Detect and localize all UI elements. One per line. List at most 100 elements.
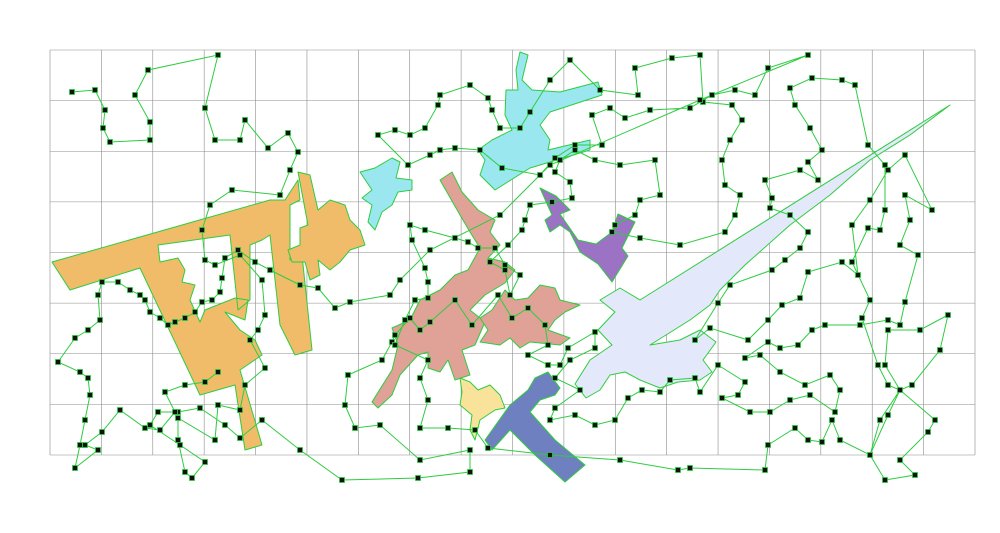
node-marker [567,179,573,185]
node-marker [839,77,845,83]
node-marker [877,417,883,423]
node-marker [572,412,578,418]
node-marker [607,105,613,111]
node-marker [475,245,481,251]
node-marker [237,407,243,413]
node-marker [569,195,575,201]
node-marker [732,87,738,93]
node-marker [422,227,428,233]
node-marker [819,439,825,445]
node-marker [805,437,811,443]
node-marker [172,319,178,325]
node-marker [722,182,728,188]
node-marker [445,425,451,431]
node-marker [389,339,395,345]
node-marker [297,447,303,453]
node-marker [767,205,773,211]
node-marker [792,425,798,431]
node-marker [277,192,283,198]
node-marker [405,162,411,168]
node-marker [797,295,803,301]
node-marker [237,435,243,441]
node-marker [287,167,293,173]
node-marker [517,272,523,278]
node-marker [805,52,811,58]
node-marker [527,109,533,115]
node-marker [85,327,91,333]
node-marker [467,82,473,88]
node-marker [497,212,503,218]
node-marker [209,297,215,303]
node-marker [242,117,248,123]
node-marker [212,437,218,443]
node-marker [885,327,891,333]
node-marker [937,347,943,353]
node-marker [839,259,845,265]
node-marker [182,469,188,475]
node-marker [502,262,508,268]
node-marker [765,442,771,448]
node-marker [489,107,495,113]
node-marker [557,362,563,368]
node-marker [132,92,138,98]
node-marker [589,112,595,118]
node-marker [882,207,888,213]
node-marker [727,282,733,288]
node-marker [69,89,75,95]
node-marker [422,125,428,131]
node-marker [347,299,353,305]
node-marker [199,227,205,233]
node-marker [379,357,385,363]
node-marker [815,177,821,183]
node-marker [885,317,891,323]
yellow-shape [459,377,506,441]
node-marker [897,322,903,328]
node-marker [215,52,221,58]
node-marker [805,159,811,165]
node-marker [547,77,553,83]
node-marker [295,149,301,155]
node-marker [345,372,351,378]
node-marker [902,152,908,158]
node-marker [495,292,501,298]
node-marker [147,309,153,315]
node-marker [832,409,838,415]
node-marker [202,257,208,263]
node-marker [202,105,208,111]
node-marker [537,172,543,178]
node-marker [729,102,735,108]
node-marker [622,115,628,121]
node-marker [769,195,775,201]
node-marker [675,467,681,473]
node-marker [425,295,431,301]
node-marker [742,355,748,361]
node-marker [85,375,91,381]
node-marker [692,375,698,381]
node-marker [542,322,548,328]
node-marker [525,352,531,358]
node-marker [917,327,923,333]
node-marker [417,425,423,431]
node-marker [437,147,443,153]
node-marker [902,299,908,305]
node-marker [375,132,381,138]
node-marker [315,285,321,291]
node-marker [147,119,153,125]
node-markers [55,52,951,483]
node-marker [557,157,563,163]
node-marker [82,442,88,448]
node-marker [807,392,813,398]
node-marker [237,252,243,258]
node-marker [522,217,528,223]
node-marker [617,162,623,168]
node-marker [865,142,871,148]
node-marker [912,472,918,478]
node-marker [657,192,663,198]
node-marker [197,405,203,411]
node-marker [652,157,658,163]
node-marker [212,262,218,268]
node-marker [742,379,748,385]
node-marker [882,162,888,168]
node-marker [99,279,105,285]
